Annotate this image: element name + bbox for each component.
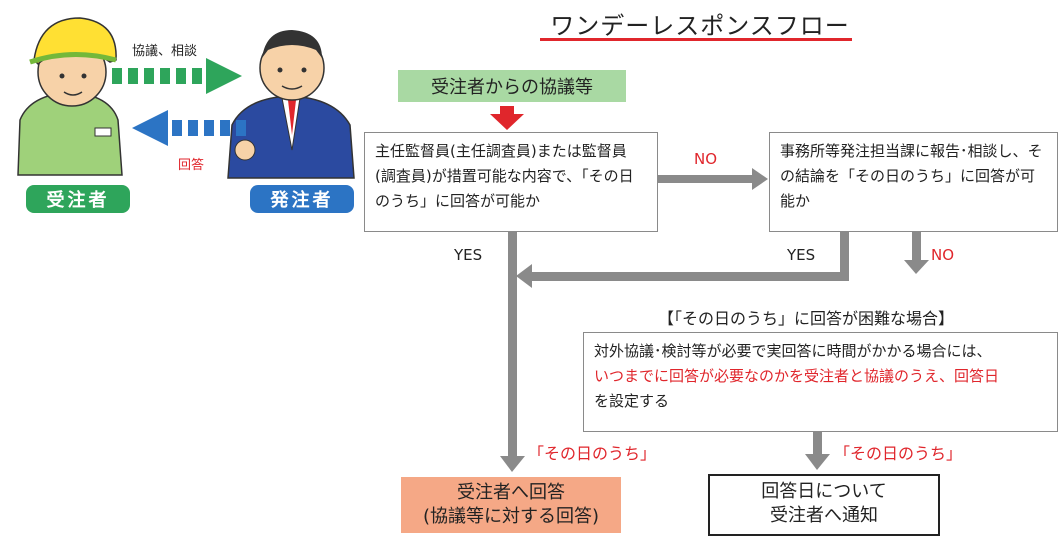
no-arrow-1 — [657, 175, 753, 183]
difficult-line-1: 対外協議･検討等が必要で実回答に時間がかかる場合には、 — [594, 342, 992, 360]
difficult-box: 対外協議･検討等が必要で実回答に時間がかかる場合には、 いつまでに回答が必要なの… — [583, 332, 1058, 432]
main-flow-line — [508, 232, 517, 458]
decision-1: 主任監督員(主任調査員)または監督員(調査員)が措置可能な内容で、「その日のうち… — [364, 132, 658, 232]
consult-label: 協議、相談 — [132, 44, 198, 59]
same-day-label-right: 「その日のうち」 — [834, 444, 963, 463]
start-label: 受注者からの協議等 — [398, 70, 626, 102]
difficult-line-3: を設定する — [594, 392, 670, 410]
no-line-2 — [912, 232, 921, 262]
page-title: ワンデーレスポンスフロー — [550, 12, 850, 40]
final-answer-box: 受注者へ回答 (協議等に対する回答) — [401, 477, 621, 533]
consult-arrow — [112, 58, 242, 94]
no-label-1: NO — [694, 150, 718, 168]
notify-date-line-1: 回答日について — [761, 481, 887, 502]
client-figure — [227, 30, 355, 179]
difficult-line-red: いつまでに回答が必要なのかを受注者と協議のうえ、回答日 — [594, 367, 1000, 385]
final-answer-line-1: 受注者へ回答 — [457, 482, 565, 503]
no-label-2: NO — [931, 246, 955, 264]
notify-date-box: 回答日について 受注者へ通知 — [708, 474, 940, 536]
difficult-header: 【「その日のうち」に回答が困難な場合】 — [658, 309, 955, 328]
title-underline — [540, 38, 852, 41]
contractor-figure — [17, 17, 123, 176]
client-badge: 発注者 — [250, 185, 354, 213]
contractor-badge: 受注者 — [26, 185, 130, 213]
decision-2: 事務所等発注担当課に報告･相談し、その結論を「その日のうち」に回答が可能か — [769, 132, 1058, 232]
notify-date-line-2: 受注者へ通知 — [770, 505, 878, 526]
answer-arrow — [132, 110, 246, 146]
final-answer-line-2: (協議等に対する回答) — [422, 506, 600, 527]
same-day-label-left: 「その日のうち」 — [528, 444, 657, 463]
start-arrow — [490, 106, 524, 130]
illustration — [17, 17, 355, 179]
answer-label: 回答 — [178, 158, 205, 173]
yes-label-2: YES — [787, 246, 816, 264]
difficult-down-line — [813, 432, 822, 456]
yes-label-1: YES — [454, 246, 483, 264]
yes-line-2 — [840, 232, 849, 280]
